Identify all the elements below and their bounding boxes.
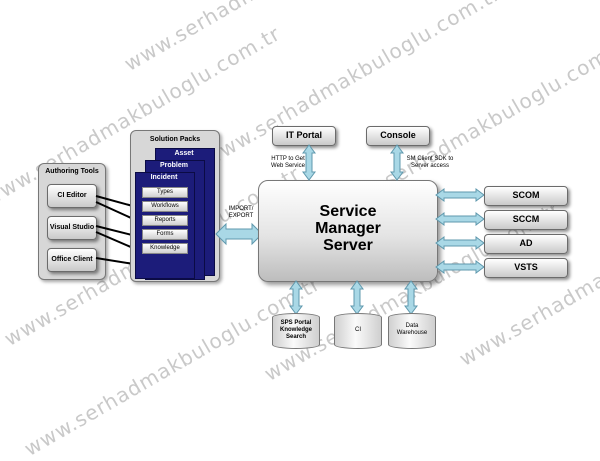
console-box: Console <box>366 126 430 146</box>
workflows-item: Workflows <box>142 201 188 212</box>
asset-label: Asset <box>174 150 194 157</box>
service-manager-server-box: Service Manager Server <box>258 180 438 282</box>
data-warehouse-label: Data Warehouse <box>396 323 428 336</box>
top-arrows <box>289 144 485 315</box>
knowledge-item: Knowledge <box>142 243 188 254</box>
it-portal-box: IT Portal <box>272 126 336 146</box>
horizontal-double-arrow-icon <box>435 260 485 274</box>
horizontal-double-arrow-icon <box>435 188 485 202</box>
forms-item: Forms <box>142 229 188 240</box>
scom-box: SCOM <box>484 186 568 206</box>
sccm-label: SCCM <box>512 214 540 224</box>
vertical-double-arrow-icon <box>302 144 316 181</box>
visual-studio-label: Visual Studio <box>49 224 95 231</box>
sps-label: SPS Portal Knowledge Search <box>279 320 312 340</box>
problem-label: Problem <box>159 162 188 169</box>
ci-editor-label: CI Editor <box>57 192 87 199</box>
incident-label: Incident <box>150 174 178 181</box>
data-warehouse-cylinder: Data Warehouse <box>388 313 436 349</box>
console-label: Console <box>380 130 416 140</box>
types-item: Types <box>142 187 188 198</box>
vertical-double-arrow-icon <box>289 280 303 315</box>
horizontal-double-arrow-icon <box>435 236 485 250</box>
sccm-box: SCCM <box>484 210 568 230</box>
ad-label: AD <box>519 238 533 248</box>
server-title-line1: Service <box>319 203 377 220</box>
ci-label: CI <box>355 327 361 333</box>
sdk-label: SM Client SDK to Server access <box>406 156 454 169</box>
horizontal-double-arrow-icon <box>435 212 485 226</box>
solution-packs-panel: Solution Packs Asset Problem Incident Ty… <box>130 130 220 282</box>
vertical-double-arrow-icon <box>350 280 364 315</box>
scom-label: SCOM <box>512 190 540 200</box>
office-client-box: Office Client <box>47 248 97 272</box>
office-client-label: Office Client <box>51 256 93 263</box>
incident-layer: Incident Types Workflows Reports Forms K… <box>135 172 195 279</box>
reports-item: Reports <box>142 215 188 226</box>
vertical-double-arrow-icon <box>390 144 404 181</box>
sps-portal-cylinder: SPS Portal Knowledge Search <box>272 313 320 349</box>
visual-studio-box: Visual Studio <box>47 216 97 240</box>
ad-box: AD <box>484 234 568 254</box>
solution-packs-title: Solution Packs <box>149 136 201 143</box>
vertical-double-arrow-icon <box>404 280 418 315</box>
server-title-line2: Manager <box>315 220 381 237</box>
authoring-tools-title: Authoring Tools <box>45 168 99 175</box>
import-export-label: IMPORT/ EXPORT <box>228 206 254 219</box>
authoring-tools-panel: Authoring Tools CI Editor Visual Studio … <box>38 163 106 280</box>
vsts-box: VSTS <box>484 258 568 278</box>
http-label: HTTP to Get Web Service <box>271 156 305 169</box>
ci-editor-box: CI Editor <box>47 184 97 208</box>
vsts-label: VSTS <box>514 262 538 272</box>
server-title-line3: Server <box>323 237 373 254</box>
it-portal-label: IT Portal <box>285 130 322 140</box>
ci-cylinder: CI <box>334 313 382 349</box>
